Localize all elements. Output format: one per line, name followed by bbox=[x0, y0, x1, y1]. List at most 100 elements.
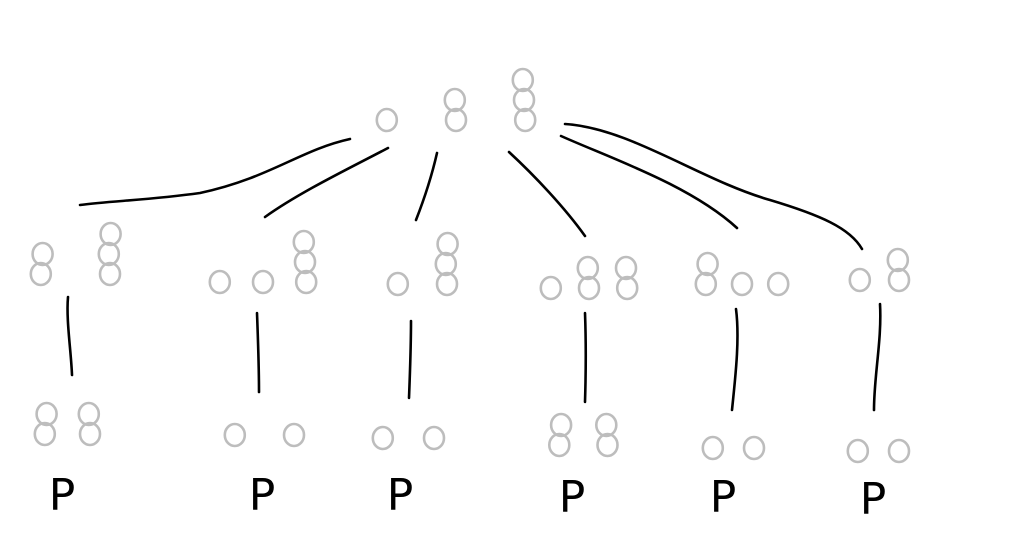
edge-child-4-leaf bbox=[583, 311, 588, 404]
stone bbox=[97, 241, 121, 267]
leaf-node-5-pile-2 bbox=[742, 435, 766, 461]
leaf-node-6-pile-1 bbox=[846, 438, 870, 464]
root-node bbox=[375, 67, 537, 133]
child-node-3-pile-2 bbox=[434, 231, 459, 297]
stone bbox=[208, 269, 232, 295]
stone bbox=[435, 271, 459, 297]
child-node-2-pile-2 bbox=[251, 269, 275, 295]
child-node-4-pile-3 bbox=[614, 255, 639, 301]
stone bbox=[436, 231, 459, 257]
stone bbox=[766, 271, 790, 297]
stone bbox=[434, 251, 458, 277]
leaf-node-2-pile-2 bbox=[282, 422, 306, 448]
stone bbox=[375, 107, 399, 133]
stone bbox=[539, 275, 563, 301]
stone bbox=[846, 438, 870, 464]
leaf-label-3: P bbox=[387, 470, 414, 521]
leaf-label-5: P bbox=[710, 472, 737, 523]
stone bbox=[513, 107, 537, 133]
stone bbox=[848, 267, 872, 293]
stone bbox=[576, 255, 600, 281]
edge-child-5-leaf bbox=[730, 307, 739, 412]
stone bbox=[294, 269, 318, 295]
edge-root-child-5 bbox=[559, 134, 739, 230]
stone bbox=[549, 412, 573, 438]
root-node-pile-1 bbox=[375, 107, 399, 133]
leaf-node-2-pile-1 bbox=[223, 422, 247, 448]
stone bbox=[78, 421, 102, 447]
stone bbox=[512, 87, 536, 113]
stone bbox=[887, 267, 911, 293]
stone bbox=[29, 261, 53, 287]
leaf-label-4: P bbox=[559, 472, 586, 523]
leaf-label-1: P bbox=[49, 470, 76, 521]
stone bbox=[547, 432, 571, 458]
stone bbox=[730, 271, 754, 297]
stone bbox=[422, 425, 446, 451]
child-node-2-pile-1 bbox=[208, 269, 232, 295]
child-node-6-pile-1 bbox=[848, 267, 872, 293]
child-node-2-pile-3 bbox=[292, 229, 318, 295]
stone bbox=[293, 249, 317, 275]
stone bbox=[615, 275, 639, 301]
child-node-1-pile-2 bbox=[97, 221, 122, 287]
leaf-node-3 bbox=[371, 425, 446, 451]
child-node-4-pile-2 bbox=[576, 255, 601, 301]
edge-child-6-leaf bbox=[872, 302, 882, 412]
edge-root-child-4 bbox=[507, 150, 587, 238]
leaf-node-1 bbox=[33, 401, 102, 447]
leaf-node-4 bbox=[547, 412, 619, 458]
child-node-5-pile-3 bbox=[766, 271, 790, 297]
leaf-node-3-pile-2 bbox=[422, 425, 446, 451]
stone bbox=[98, 261, 122, 287]
edge-child-3-leaf bbox=[407, 319, 413, 400]
child-node-3-pile-1 bbox=[386, 271, 410, 297]
leaf-node-5 bbox=[701, 435, 766, 461]
leaf-node-6-pile-2 bbox=[887, 438, 911, 464]
stone bbox=[886, 247, 910, 273]
child-node-5 bbox=[694, 251, 790, 297]
stone bbox=[701, 435, 725, 461]
leaf-label-6: P bbox=[860, 474, 887, 525]
edge-child-2-leaf bbox=[255, 311, 261, 394]
leaf-node-1-pile-2 bbox=[77, 401, 102, 447]
leaf-node-3-pile-1 bbox=[371, 425, 395, 451]
child-node-1 bbox=[29, 221, 122, 287]
stone bbox=[887, 438, 911, 464]
root-node-pile-2 bbox=[443, 87, 468, 133]
edge-root-child-6 bbox=[563, 122, 864, 251]
child-node-5-pile-1 bbox=[694, 251, 719, 297]
child-node-4-pile-1 bbox=[539, 275, 563, 301]
stone bbox=[694, 271, 718, 297]
stone bbox=[35, 401, 58, 427]
edge-root-child-3 bbox=[414, 151, 439, 222]
stone bbox=[596, 432, 619, 458]
leaf-label-2: P bbox=[249, 470, 276, 521]
stone bbox=[594, 412, 618, 438]
stone bbox=[33, 421, 57, 447]
tree-edges bbox=[66, 122, 882, 412]
stone bbox=[386, 271, 410, 297]
stone bbox=[77, 401, 101, 427]
leaf-node-6 bbox=[846, 438, 911, 464]
child-node-6 bbox=[848, 247, 911, 293]
stone bbox=[443, 87, 467, 113]
stone bbox=[696, 251, 719, 277]
child-node-4 bbox=[539, 255, 639, 301]
edge-root-child-1 bbox=[78, 137, 352, 207]
child-node-2 bbox=[208, 229, 318, 295]
stone bbox=[251, 269, 275, 295]
stone bbox=[577, 275, 601, 301]
stone bbox=[742, 435, 766, 461]
leaf-node-4-pile-1 bbox=[547, 412, 573, 458]
edge-child-1-leaf bbox=[66, 295, 74, 377]
child-node-1-pile-1 bbox=[29, 241, 54, 287]
stone bbox=[282, 422, 306, 448]
child-node-6-pile-2 bbox=[886, 247, 911, 293]
stone bbox=[511, 67, 535, 93]
leaf-node-2 bbox=[223, 422, 306, 448]
child-node-3 bbox=[386, 231, 459, 297]
stone bbox=[444, 107, 468, 133]
stone bbox=[371, 425, 395, 451]
